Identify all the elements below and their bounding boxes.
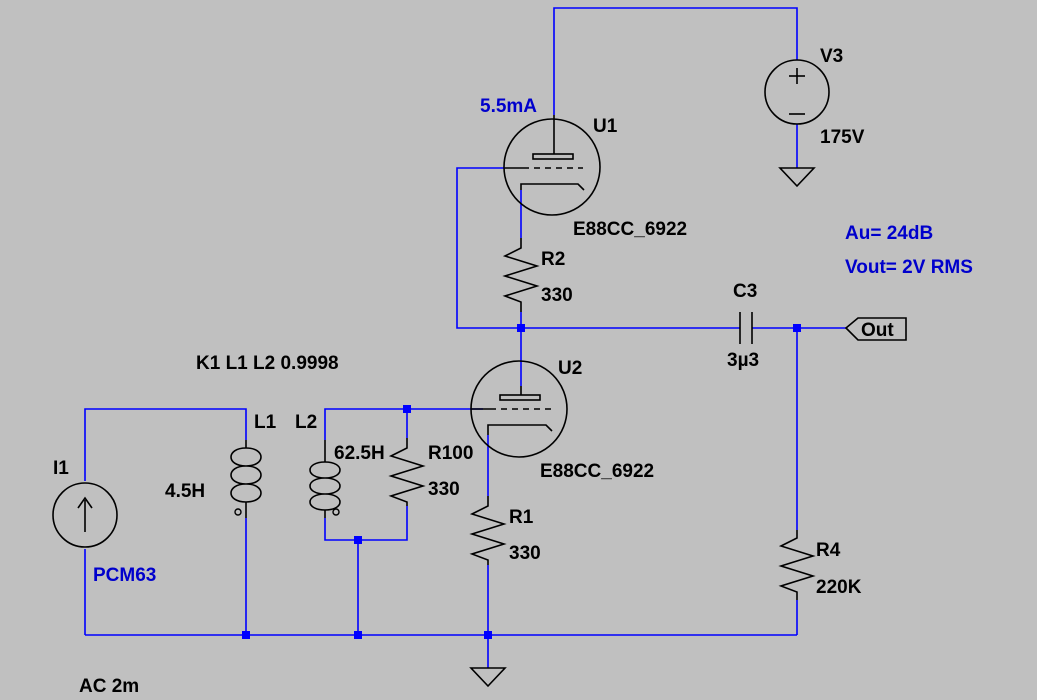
r100-value: 330: [428, 479, 460, 500]
u1-current: 5.5mA: [480, 96, 537, 117]
current-source-i1: [52, 482, 118, 548]
c3-name: C3: [733, 281, 757, 302]
resistor-r1: [469, 496, 507, 565]
r1-value: 330: [509, 543, 541, 564]
r4-name: R4: [816, 540, 841, 561]
l2-value: 62.5H: [334, 443, 385, 464]
coupling-directive: K1 L1 L2 0.9998: [196, 353, 339, 374]
i1-value: PCM63: [93, 565, 156, 586]
resistor-r2: [502, 238, 540, 312]
r100-name: R100: [428, 443, 473, 464]
l1-value: 4.5H: [165, 481, 205, 502]
i1-name: I1: [53, 458, 69, 479]
output-port: Out: [844, 317, 907, 341]
voltage-source-v3: [764, 59, 830, 125]
u2-name: U2: [558, 358, 582, 379]
gain-note: Au= 24dB: [845, 223, 933, 244]
resistor-r100: [388, 438, 426, 506]
l2-name: L2: [295, 412, 317, 433]
c3-value: 3µ3: [727, 350, 759, 371]
wires: [84, 7, 846, 668]
tube-u2: [470, 360, 568, 458]
ground-icon: [469, 667, 507, 688]
labels: V3 175V 5.5mA U1 E88CC_6922 R2 330 C3 3µ…: [53, 46, 973, 697]
ground-icon: [778, 167, 816, 188]
r2-value: 330: [541, 285, 573, 306]
u1-name: U1: [593, 116, 618, 137]
vout-note: Vout= 2V RMS: [845, 257, 973, 278]
u2-model: E88CC_6922: [540, 461, 654, 482]
inductor-l2: [309, 440, 341, 518]
analysis-directive: AC 2m: [79, 676, 139, 697]
r1-name: R1: [509, 507, 534, 528]
l1-name: L1: [254, 412, 277, 433]
junctions: [242, 324, 801, 639]
r4-value: 220K: [816, 577, 862, 598]
resistor-r4: [778, 530, 816, 600]
r2-name: R2: [541, 249, 565, 270]
tube-u1: [503, 115, 601, 216]
u1-model: E88CC_6922: [573, 219, 687, 240]
inductor-l1: [230, 440, 262, 518]
v3-name: V3: [820, 46, 843, 67]
port-label: Out: [861, 320, 894, 341]
capacitor-c3: [739, 312, 753, 344]
v3-value: 175V: [820, 127, 865, 148]
